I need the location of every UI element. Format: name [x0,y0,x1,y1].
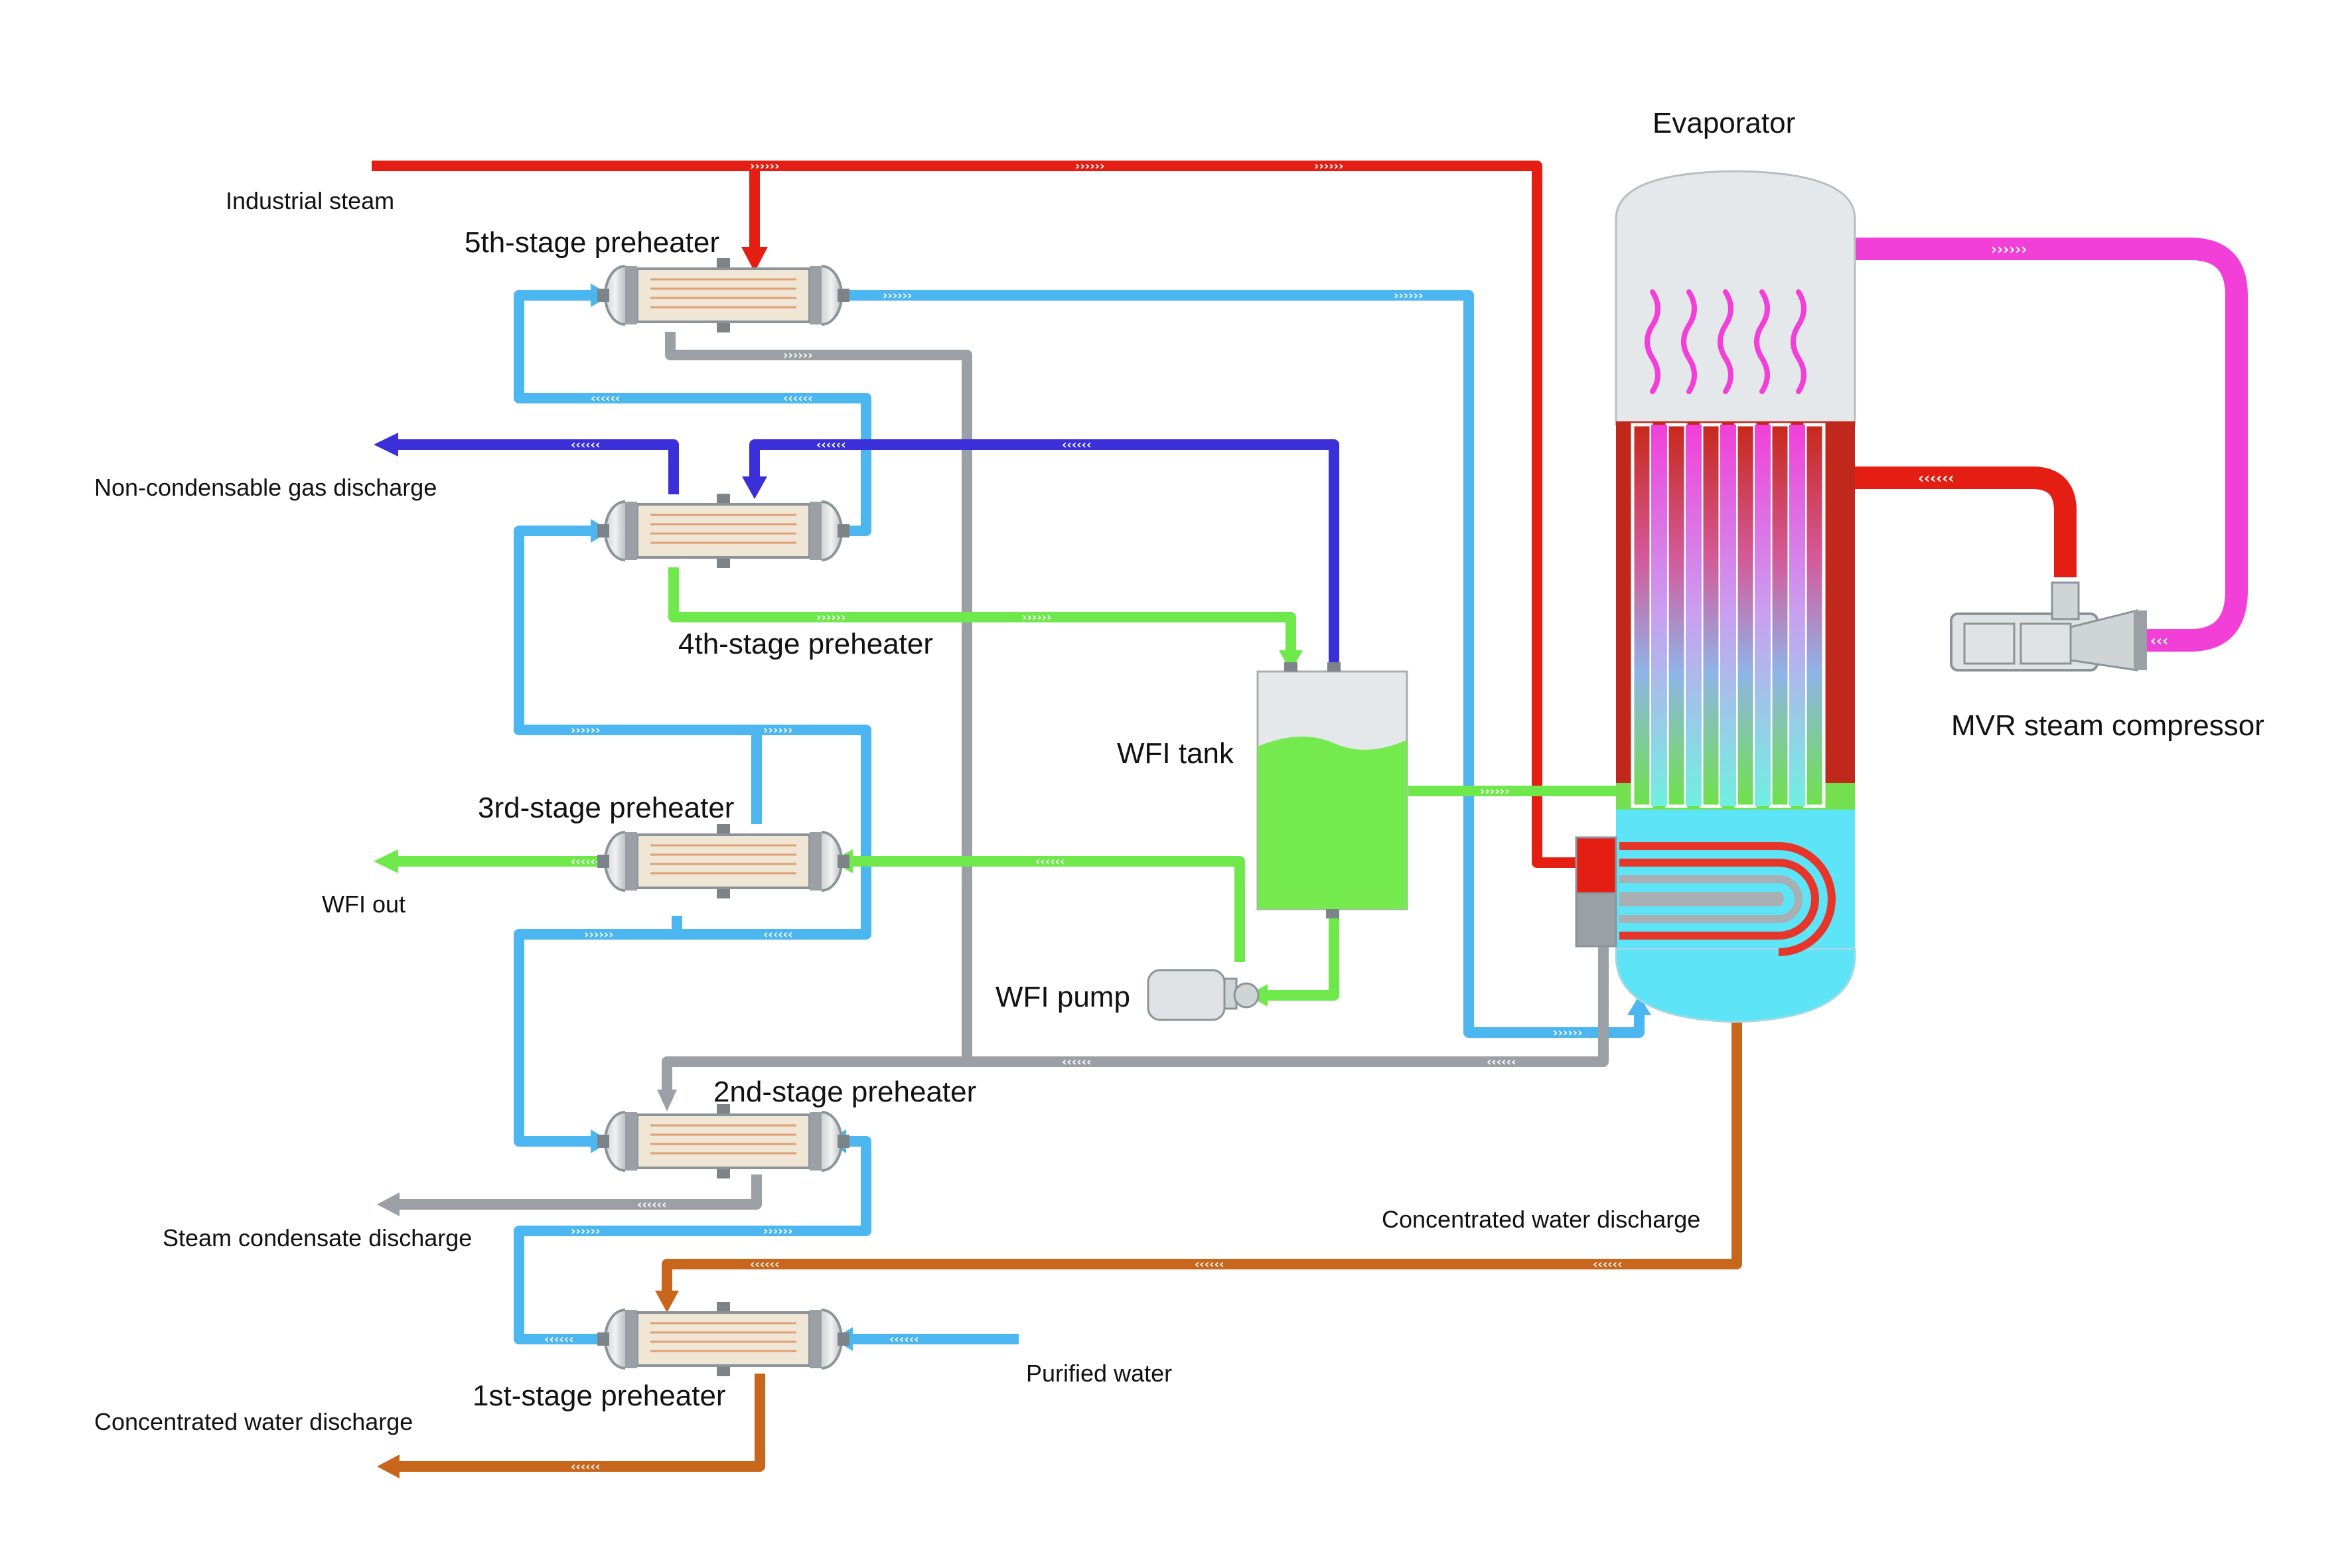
concentrate-arrow-out [377,1455,400,1478]
wfi-pump-label: WFI pump [995,981,1130,1013]
svg-text:‹‹‹‹‹‹: ‹‹‹‹‹‹ [1195,1257,1224,1271]
condensate-arrow-out [377,1192,400,1216]
svg-text:‹‹‹‹‹‹: ‹‹‹‹‹‹ [1593,1257,1623,1271]
concentrate-left-label: Concentrated water discharge [94,1408,413,1435]
svg-text:››››››: ›››››› [1394,289,1424,303]
svg-text:‹‹‹‹‹‹: ‹‹‹‹‹‹ [763,928,793,942]
water-arrow-evap [1627,995,1651,1015]
svg-text:››››››: ›››››› [816,610,846,624]
stage2-label: 2nd-stage preheater [713,1076,976,1108]
wfi-tank-label: WFI tank [1117,737,1234,770]
stage2-preheater [596,1103,851,1180]
stage1-label: 1st-stage preheater [473,1380,726,1412]
stage4-label: 4th-stage preheater [678,628,933,660]
svg-text:››››››: ›››››› [883,289,913,303]
stage1-preheater [596,1301,851,1378]
concentrate-pipes [398,1015,1742,1472]
gas-arrow-out [374,433,398,457]
stage5-preheater [596,257,851,334]
svg-text:››››››: ›››››› [1553,1026,1583,1040]
industrial-steam-pipe [372,161,1583,868]
svg-text:››››››: ›››››› [1991,242,2027,258]
wfi-pipes [398,567,1619,1001]
svg-text:››››››: ›››››› [1022,610,1052,624]
industrial-steam-label: Industrial steam [226,187,394,214]
svg-text:‹‹‹: ‹‹‹ [2150,633,2168,650]
svg-text:‹‹‹‹‹‹: ‹‹‹‹‹‹ [750,1257,780,1271]
svg-text:››››››: ›››››› [571,1224,601,1238]
svg-text:‹‹‹‹‹‹: ‹‹‹‹‹‹ [591,392,621,405]
svg-text:‹‹‹‹‹‹: ‹‹‹‹‹‹ [1487,1055,1516,1069]
steam-condensate-label: Steam condensate discharge [163,1224,472,1251]
condensate-arrow-down [657,1090,677,1111]
svg-text:››››››: ›››››› [750,159,780,173]
purified-water-label: Purified water [1026,1360,1172,1387]
svg-text:‹‹‹‹‹‹: ‹‹‹‹‹‹ [1918,470,1954,487]
mvr-label: MVR steam compressor [1951,709,2264,742]
steam-arrow-down [741,247,768,272]
non-condensable-label: Non-condensable gas discharge [94,474,437,501]
svg-text:‹‹‹‹‹‹: ‹‹‹‹‹‹ [544,1332,574,1346]
svg-text:‹‹‹‹‹‹: ‹‹‹‹‹‹ [571,1460,601,1474]
flow-chevrons: ›››››› ›››››› ›››››› ›››››› ›››››› ›››››… [544,159,2168,1474]
svg-text:‹‹‹‹‹‹: ‹‹‹‹‹‹ [1035,855,1065,869]
secondary-steam-pipe [1855,238,2248,652]
svg-text:‹‹‹‹‹‹: ‹‹‹‹‹‹ [816,438,846,452]
svg-text:››››››: ›››››› [1314,159,1344,173]
non-condensable-gas-pipes [395,439,1339,664]
wfi-tank [1256,662,1408,918]
svg-text:‹‹‹‹‹‹: ‹‹‹‹‹‹ [1062,438,1092,452]
gas-arrow-down [742,476,767,499]
evaporator [1575,170,1856,1023]
wfi-pump [1147,969,1260,1021]
condensate-pipes [398,332,1609,1210]
svg-text:‹‹‹‹‹‹: ‹‹‹‹‹‹ [889,1332,919,1346]
svg-text:››››››: ›››››› [1480,784,1510,798]
svg-text:‹‹‹‹‹‹: ‹‹‹‹‹‹ [1062,1055,1092,1069]
wfi-arrow-out [374,849,398,873]
concentrate-arrow-down [655,1291,679,1313]
evaporator-label: Evaporator [1653,107,1795,139]
stage5-label: 5th-stage preheater [465,226,719,259]
wfi-arrow-tank [1279,650,1303,672]
mvr-compressor [1950,581,2147,672]
wfi-out-label: WFI out [322,891,405,918]
svg-text:‹‹‹‹‹‹: ‹‹‹‹‹‹ [637,1198,667,1212]
svg-text:‹‹‹‹‹‹: ‹‹‹‹‹‹ [571,855,601,869]
svg-text:››››››: ›››››› [571,723,601,737]
svg-text:››››››: ›››››› [1075,159,1105,173]
water-pipes [514,290,1645,1344]
stage4-preheater [596,492,851,569]
svg-text:‹‹‹‹‹‹: ‹‹‹‹‹‹ [571,438,601,452]
svg-text:››››››: ›››››› [584,928,614,942]
stage3-label: 3rd-stage preheater [478,792,734,824]
compressed-steam-pipe [1855,466,2077,577]
svg-text:››››››: ›››››› [783,348,813,362]
concentrate-right-label: Concentrated water discharge [1382,1206,1700,1233]
svg-text:‹‹‹‹‹‹: ‹‹‹‹‹‹ [783,392,813,405]
svg-text:››››››: ›››››› [763,1224,793,1238]
svg-text:››››››: ›››››› [763,723,793,737]
stage3-preheater [596,823,851,900]
